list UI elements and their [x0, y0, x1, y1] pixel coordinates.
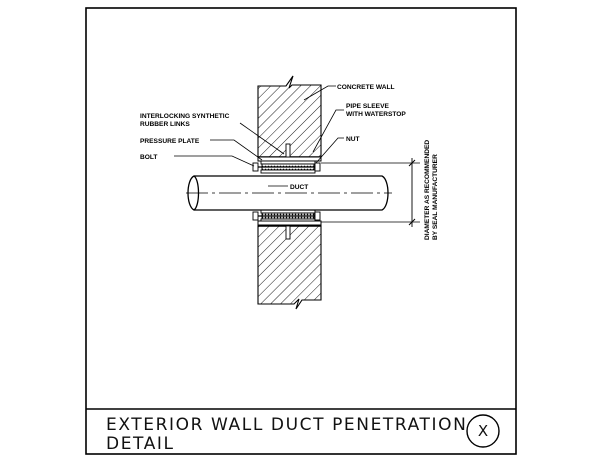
- title-line-2: DETAIL: [106, 434, 175, 454]
- seal-assembly-top: [252, 160, 321, 174]
- nut-bottom-left: [252, 211, 259, 221]
- detail-number: X: [478, 422, 488, 440]
- diameter-dimension: [321, 158, 420, 227]
- duct: [186, 175, 392, 211]
- label-diameter-line2: BY SEAL MANUFACTURER: [432, 154, 439, 240]
- nut-top-right: [314, 162, 321, 172]
- label-pressure-plate: PRESSURE PLATE: [140, 138, 200, 145]
- nut-top-left: [252, 162, 259, 172]
- label-pipe-sleeve: PIPE SLEEVE: [346, 103, 389, 110]
- label-interlocking-links: INTERLOCKING SYNTHETIC: [140, 113, 230, 120]
- label-bolt: BOLT: [140, 154, 157, 161]
- title-line-1: EXTERIOR WALL DUCT PENETRATION: [106, 415, 467, 435]
- seal-assembly-bottom: [252, 209, 321, 222]
- label-rubber-links: RUBBER LINKS: [140, 121, 190, 128]
- sheet-border: [85, 7, 517, 455]
- detail-number-circle: [466, 414, 500, 448]
- label-duct: DUCT: [290, 184, 308, 191]
- leader-lines: [174, 85, 344, 187]
- label-concrete-wall: CONCRETE WALL: [337, 84, 395, 91]
- label-nut: NUT: [346, 136, 360, 143]
- nut-bottom-right: [314, 211, 321, 221]
- label-diameter-line1: DIAMETER AS RECOMMENDED: [424, 140, 431, 240]
- label-with-waterstop: WITH WATERSTOP: [346, 111, 406, 118]
